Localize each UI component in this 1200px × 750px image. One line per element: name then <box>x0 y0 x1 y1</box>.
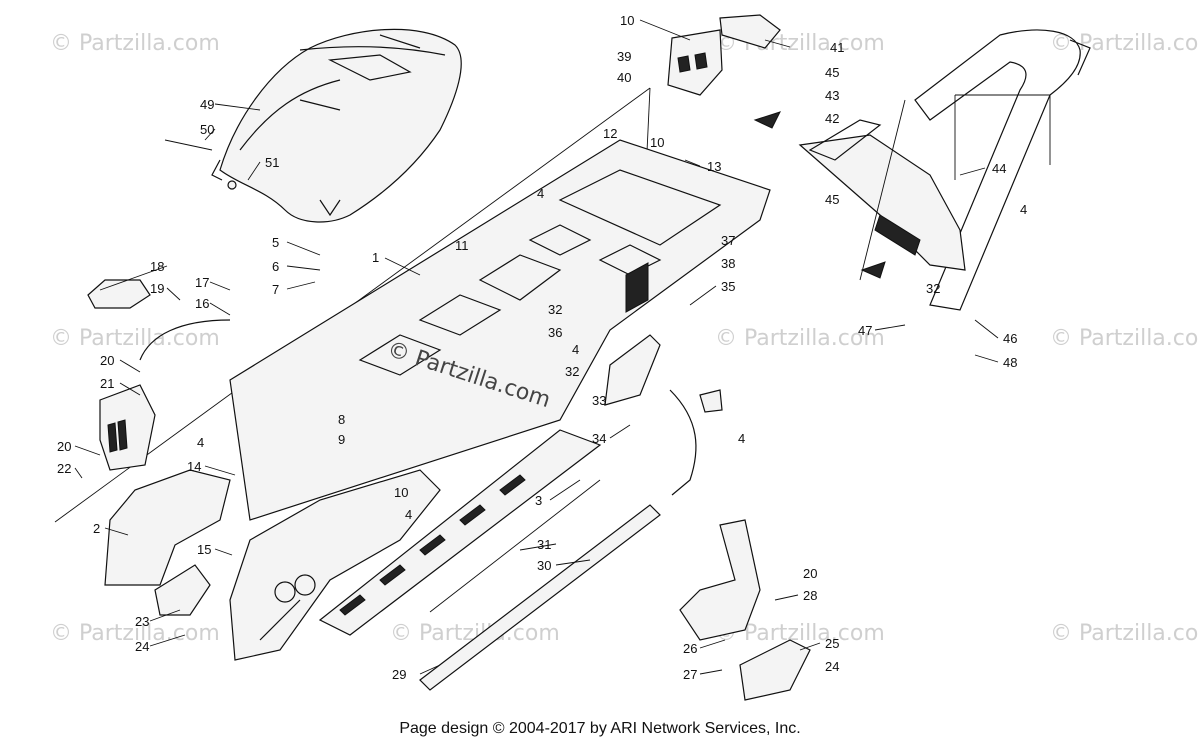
callout-label: 11 <box>455 238 469 253</box>
callout-label: 10 <box>394 485 408 500</box>
callout-label: 20 <box>57 439 71 454</box>
watermark: © Partzilla.com <box>50 621 220 646</box>
callout-label: 20 <box>100 353 114 368</box>
callout-label: 36 <box>548 325 562 340</box>
callout-label: 4 <box>405 507 412 522</box>
watermark: © Partzilla.com <box>1050 31 1200 56</box>
callout-label: 39 <box>617 49 631 64</box>
callout-label: 10 <box>650 135 664 150</box>
tube-part <box>419 479 661 691</box>
callout-label: 19 <box>150 281 164 296</box>
callout-label: 43 <box>825 88 839 103</box>
callout-label: 48 <box>1003 355 1017 370</box>
watermark: © Partzilla.com <box>715 326 885 351</box>
callout-label: 47 <box>858 323 872 338</box>
watermark-group: © Partzilla.com © Partzilla.com © Partzi… <box>50 31 1200 646</box>
callout-label: 21 <box>100 376 114 391</box>
callout-label: 4 <box>537 186 544 201</box>
callout-label: 24 <box>135 639 149 654</box>
callout-label: 49 <box>200 97 214 112</box>
callout-label: 44 <box>992 161 1006 176</box>
callout-label: 3 <box>535 493 542 508</box>
rear-bumper-part <box>914 29 1091 311</box>
callout-label: 22 <box>57 461 71 476</box>
callout-label: 35 <box>721 279 735 294</box>
left-side-panel-part <box>104 469 441 661</box>
callout-label: 34 <box>592 431 606 446</box>
callout-label: 38 <box>721 256 735 271</box>
flap-guide-line <box>859 99 906 281</box>
running-board-part <box>318 429 602 636</box>
callout-label: 10 <box>620 13 634 28</box>
callout-label: 41 <box>830 40 844 55</box>
callout-label: 33 <box>592 393 606 408</box>
callout-label: 45 <box>825 192 839 207</box>
callout-label: 4 <box>738 431 745 446</box>
callout-label: 30 <box>537 558 551 573</box>
callout-label: 6 <box>272 259 279 274</box>
watermark: © Partzilla.com <box>50 31 220 56</box>
callout-label: 37 <box>721 233 735 248</box>
callout-label: 2 <box>93 521 100 536</box>
callout-label: 40 <box>617 70 631 85</box>
callout-label: 31 <box>537 537 551 552</box>
snow-flap-part <box>798 119 966 271</box>
callout-label: 27 <box>683 667 697 682</box>
leader-lines <box>74 19 999 675</box>
callout-label: 7 <box>272 282 279 297</box>
callout-label: 5 <box>272 235 279 250</box>
callout-label: 18 <box>150 259 164 274</box>
rear-step-part <box>679 519 811 701</box>
top-cap-part <box>667 14 781 96</box>
arrow-marker <box>860 261 886 279</box>
callout-label: 13 <box>707 159 721 174</box>
callout-label: 4 <box>572 342 579 357</box>
callout-label: 14 <box>187 459 201 474</box>
callout-label: 12 <box>603 126 617 141</box>
callout-label: 26 <box>683 641 697 656</box>
callout-label: 51 <box>265 155 279 170</box>
seat-part <box>211 28 462 223</box>
callout-labels: 1 2 3 4 5 6 7 8 9 10 11 12 13 14 15 16 1… <box>57 13 1027 682</box>
callout-label: 42 <box>825 111 839 126</box>
watermark: © Partzilla.com <box>1050 621 1200 646</box>
callout-label: 15 <box>197 542 211 557</box>
seat-bushing-part <box>227 180 237 190</box>
callout-label: 32 <box>926 281 940 296</box>
watermark: © Partzilla.com <box>1050 326 1200 351</box>
callout-label: 32 <box>565 364 579 379</box>
callout-label: 16 <box>195 296 209 311</box>
watermark: © Partzilla.com <box>50 326 220 351</box>
callout-label: 32 <box>548 302 562 317</box>
left-footrest-part <box>87 279 231 616</box>
callout-label: 29 <box>392 667 406 682</box>
callout-label: 20 <box>803 566 817 581</box>
callout-label: 17 <box>195 275 209 290</box>
callout-label: 8 <box>338 412 345 427</box>
callout-label: 50 <box>200 122 214 137</box>
callout-label: 28 <box>803 588 817 603</box>
callout-label: 25 <box>825 636 839 651</box>
callout-label: 46 <box>1003 331 1017 346</box>
callout-label: 9 <box>338 432 345 447</box>
copyright-footer: Page design © 2004-2017 by ARI Network S… <box>399 720 801 737</box>
seat-screw-part <box>164 139 213 151</box>
side-bracket-part <box>604 334 723 496</box>
callout-label: 4 <box>1020 202 1027 217</box>
callout-label: 1 <box>372 250 379 265</box>
callout-label: 24 <box>825 659 839 674</box>
callout-label: 23 <box>135 614 149 629</box>
callout-label: 45 <box>825 65 839 80</box>
callout-label: 4 <box>197 435 204 450</box>
arrow-marker <box>753 111 781 129</box>
tunnel-part <box>229 139 771 521</box>
